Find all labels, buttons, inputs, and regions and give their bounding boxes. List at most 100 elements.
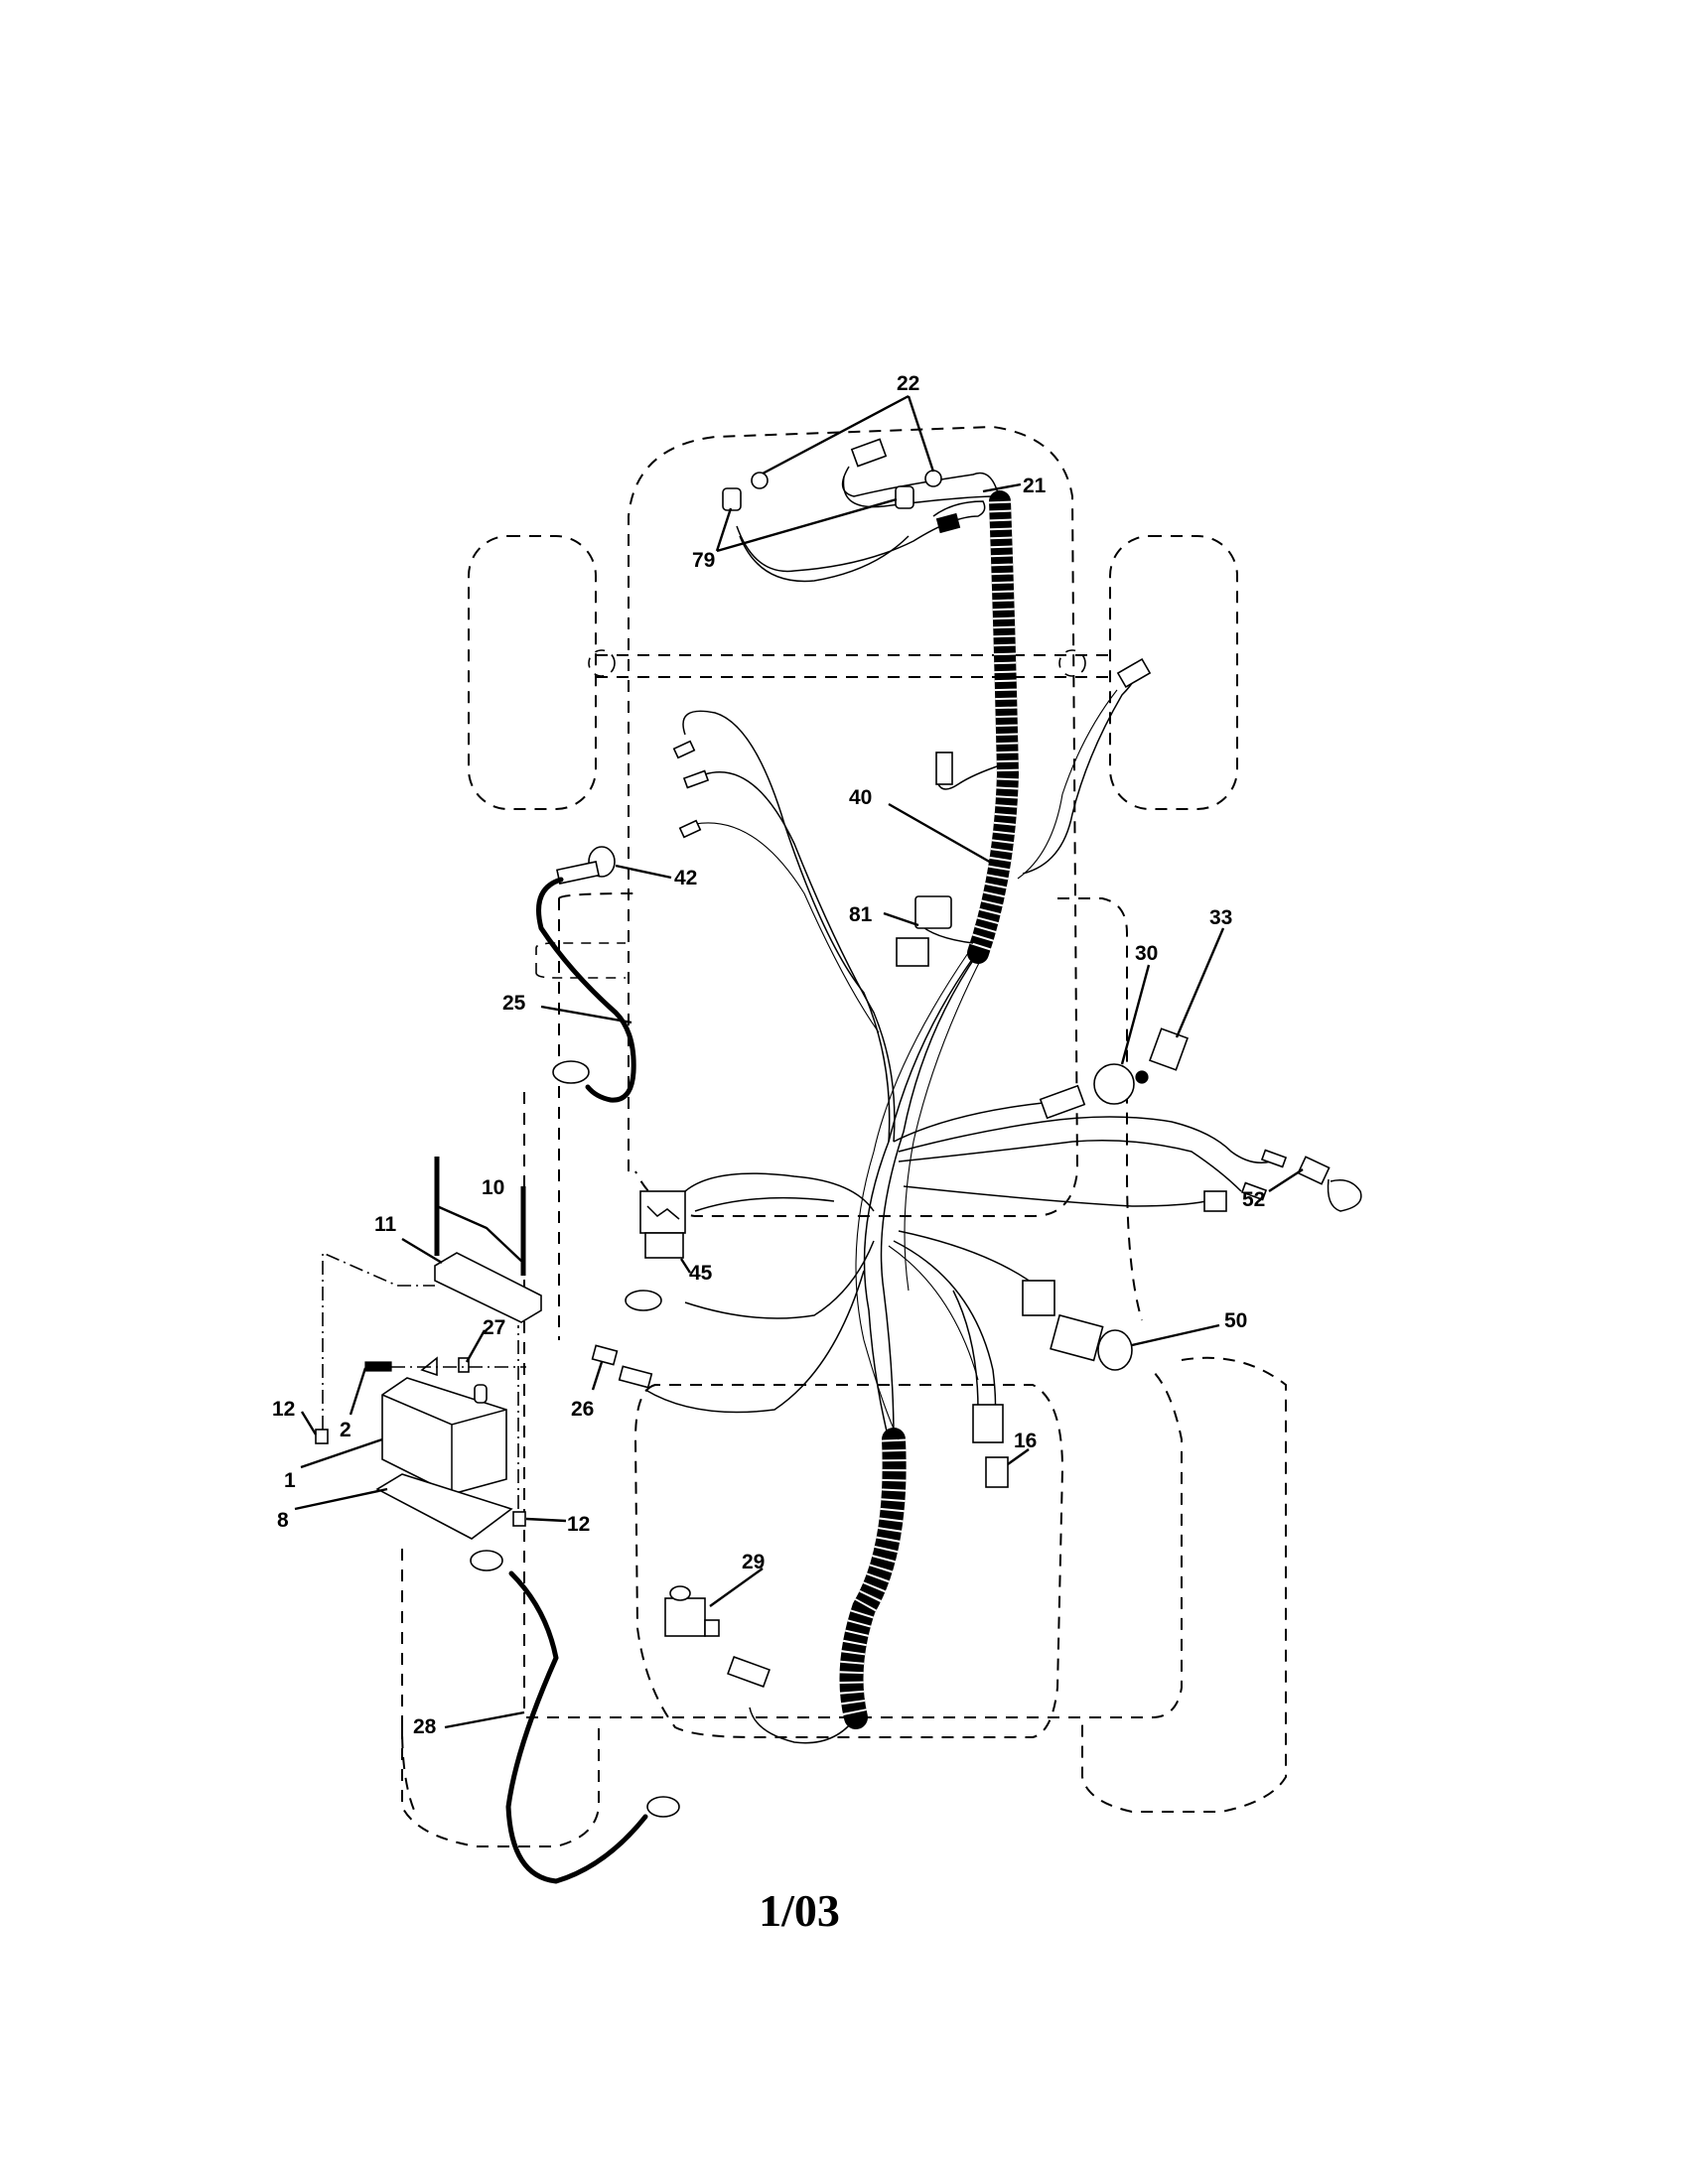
callout-81: 81 [849, 903, 873, 926]
callout-11: 11 [374, 1213, 397, 1236]
harness-wire [888, 1245, 979, 1381]
callout-2: 2 [340, 1419, 351, 1441]
spade-terminal-icon [678, 819, 702, 839]
leader-8 [294, 1487, 388, 1511]
harness-wire [841, 466, 1001, 502]
callout-16: 16 [1014, 1430, 1037, 1452]
headlight-assembly [722, 470, 986, 583]
callout-1: 1 [284, 1469, 296, 1492]
spade-terminal-icon [672, 740, 696, 759]
front-connector-icon [850, 438, 888, 468]
switch-33-icon [1149, 1027, 1189, 1071]
connector-cap-52-icon [1297, 1156, 1331, 1185]
bulb-left-icon [751, 472, 769, 489]
harness-wire [898, 1230, 1044, 1292]
leader-28 [444, 1710, 525, 1729]
leader-79 [715, 497, 898, 553]
leader-12-left [300, 1411, 318, 1435]
harness-wire [904, 954, 984, 1292]
harness-wire [682, 710, 891, 1143]
harness-wire [694, 822, 880, 1033]
harness-conduit-lower-ribs [839, 1438, 907, 1720]
battery-top-edge [381, 1394, 507, 1494]
connector-cap-52-loop [1327, 1178, 1362, 1212]
leader-40 [888, 802, 994, 866]
module-45 [639, 1190, 686, 1259]
leader-33 [1175, 927, 1225, 1038]
rear-left-wheel-outline [401, 1722, 600, 1847]
lower-conduit-connector-icon [727, 1656, 771, 1688]
relay-socket-icon [896, 937, 929, 967]
callout-8: 8 [277, 1509, 289, 1532]
leader-16 [1007, 1448, 1030, 1465]
harness-wire [893, 1240, 997, 1431]
harness-wire [863, 957, 974, 1440]
harness-wire [1022, 674, 1138, 875]
callout-25: 25 [502, 992, 526, 1015]
harness-wire [898, 1140, 1242, 1192]
dash-outline [535, 942, 626, 979]
callout-50: 50 [1224, 1309, 1247, 1332]
leader-26 [591, 1361, 604, 1391]
harness-wire [952, 1290, 979, 1411]
front-right-wheel-outline [1109, 535, 1238, 810]
hold-down-bracket-11-icon [434, 1252, 542, 1323]
rear-body-outline [401, 1369, 1183, 1818]
nut-12-left-icon [315, 1429, 329, 1444]
callout-12-right: 12 [567, 1513, 590, 1536]
leader-lines [294, 394, 1304, 1729]
four-pin-connector-icon [972, 1404, 1004, 1443]
callout-52: 52 [1242, 1188, 1265, 1211]
socket-right-icon [895, 485, 914, 509]
harness-conduit-upper [967, 490, 1020, 964]
battery-cable-28 [505, 1570, 648, 1884]
harness-wire [903, 1185, 1207, 1207]
spade-terminal-icon [1240, 1181, 1268, 1201]
leader-29 [709, 1568, 764, 1607]
nut-12-right-icon [512, 1511, 526, 1527]
harness-wire [644, 1270, 865, 1414]
leader-27 [465, 1329, 487, 1363]
fuse-holder-26-icon [618, 1365, 653, 1389]
assembly-guide-line [322, 1251, 435, 1430]
leader-10 [436, 1204, 524, 1264]
callout-28: 28 [413, 1715, 437, 1738]
callout-29: 29 [742, 1551, 765, 1573]
main-harness [644, 466, 1272, 1744]
leader-81 [883, 911, 919, 927]
leader-30 [1120, 964, 1151, 1065]
callout-30: 30 [1135, 942, 1158, 965]
harness-wire [855, 952, 969, 1440]
leader-2 [349, 1367, 367, 1416]
tractor-outline [401, 425, 1287, 1847]
callout-42: 42 [674, 867, 697, 889]
light-switch-50-icon [1050, 1313, 1104, 1362]
bullet-terminal-icon [682, 769, 710, 789]
callout-79: 79 [692, 549, 715, 572]
six-pin-connector-icon [1022, 1280, 1055, 1316]
connector-bank-icon [1039, 1084, 1086, 1120]
harness-wire [684, 1240, 875, 1319]
harness-wire [880, 952, 979, 1440]
leader-12-right [525, 1517, 567, 1523]
spade-terminal-icon [1260, 1149, 1288, 1168]
callout-33: 33 [1209, 906, 1232, 929]
harness-wire [749, 1706, 857, 1744]
leader-21 [982, 482, 1022, 493]
leader-22 [762, 394, 935, 476]
fuse-26-icon [591, 1344, 619, 1366]
leader-45 [679, 1258, 692, 1274]
callout-12-left: 12 [272, 1398, 295, 1421]
rear-right-wheel-outline [1081, 1356, 1287, 1813]
battery-1-icon [381, 1377, 507, 1495]
ring-terminal-28-top-icon [470, 1550, 503, 1571]
harness-plug-icon [935, 512, 961, 534]
frame-rail-left [558, 892, 636, 1340]
harness-wire [684, 1172, 875, 1212]
frame-rail-right [1057, 897, 1143, 1321]
callout-labels: 22 21 79 40 42 81 33 30 25 10 11 52 45 2… [272, 372, 1265, 1738]
callout-27: 27 [483, 1316, 505, 1339]
front-axle-outline [596, 654, 1110, 678]
callout-26: 26 [571, 1398, 594, 1421]
harness-ring-terminal-icon [625, 1290, 662, 1311]
